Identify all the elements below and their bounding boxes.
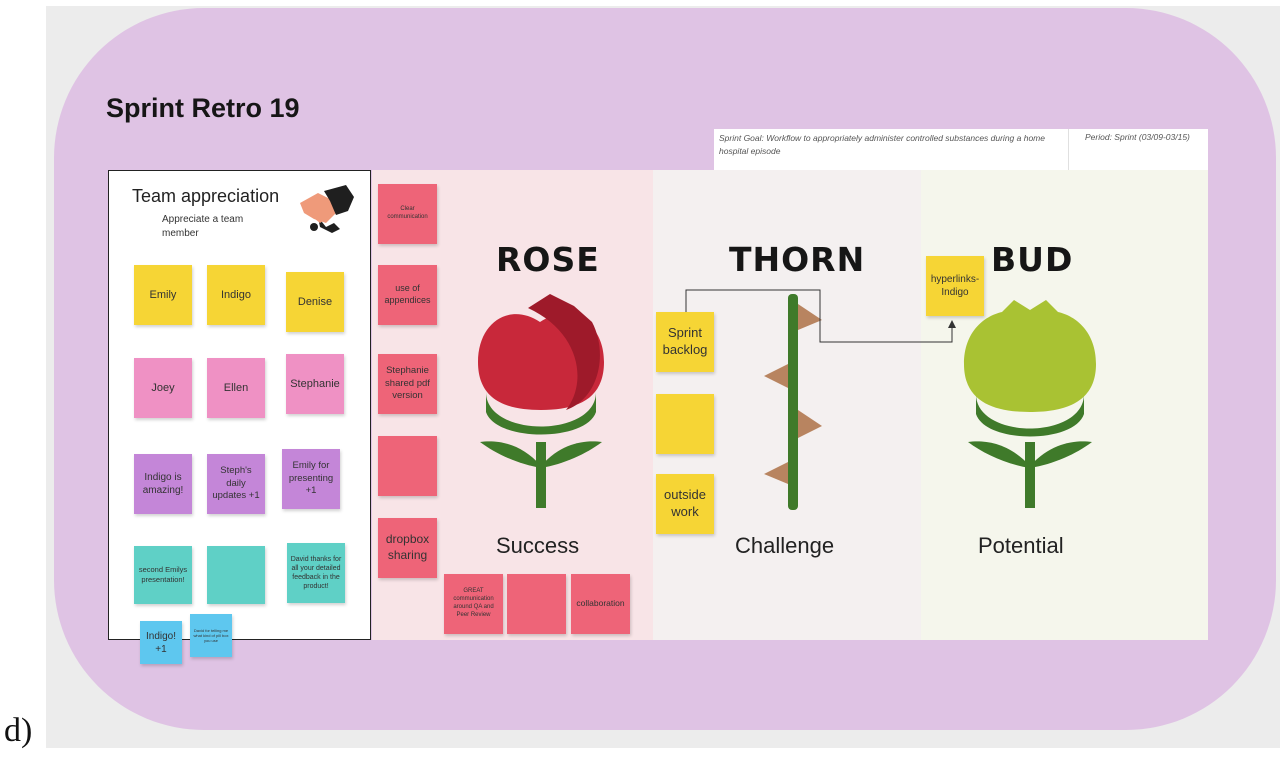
rose-note-2[interactable]: use of appendices <box>378 265 437 325</box>
thorn-note-2[interactable] <box>656 394 714 454</box>
team-note-10[interactable]: second Emilys presentation! <box>134 546 192 604</box>
thorn-subtitle: Challenge <box>735 533 835 558</box>
team-note-9[interactable]: Emily for presenting +1 <box>282 449 340 509</box>
team-appreciation-subtitle: Appreciate a team member <box>162 214 244 239</box>
board-title[interactable]: Sprint Retro 19 <box>106 93 300 123</box>
rose-flower-icon <box>478 294 604 508</box>
team-note-7[interactable]: Indigo is amazing! <box>134 454 192 514</box>
thorn-note-3[interactable]: outside work <box>656 474 714 534</box>
bud-note-1[interactable]: hyperlinks- Indigo <box>926 256 984 316</box>
rose-title: ROSE <box>496 240 600 279</box>
team-note-5[interactable]: Ellen <box>207 358 265 418</box>
team-note-6[interactable]: Stephanie <box>286 354 344 414</box>
team-note-13[interactable]: Indigo! +1 <box>140 621 182 664</box>
thorn-title: THORN <box>729 240 866 279</box>
team-note-2[interactable]: Indigo <box>207 265 265 325</box>
team-note-8[interactable]: Steph's daily updates +1 <box>207 454 265 514</box>
handshake-icon <box>300 185 354 233</box>
rose-note-1[interactable]: Clear communication <box>378 184 437 244</box>
rose-note-7[interactable] <box>507 574 566 634</box>
sprint-goal-box[interactable] <box>714 129 1208 171</box>
team-note-3[interactable]: Denise <box>286 272 344 332</box>
goal-period-divider <box>1068 129 1069 171</box>
connector-arrow[interactable] <box>680 284 970 346</box>
thorn-stem-icon <box>764 294 822 510</box>
bud-title: BUD <box>991 240 1074 279</box>
rose-note-8[interactable]: collaboration <box>571 574 630 634</box>
rose-subtitle: Success <box>496 533 580 558</box>
team-note-1[interactable]: Emily <box>134 265 192 325</box>
rose-note-4[interactable] <box>378 436 437 496</box>
rose-note-3[interactable]: Stephanie shared pdf version <box>378 354 437 414</box>
team-note-4[interactable]: Joey <box>134 358 192 418</box>
team-note-11[interactable] <box>207 546 265 604</box>
team-note-14[interactable]: David for telling me what kind of pill b… <box>190 614 232 657</box>
team-note-12[interactable]: David thanks for all your detailed feedb… <box>287 543 345 603</box>
team-appreciation-title: Team appreciation <box>132 186 280 206</box>
bud-flower-icon <box>964 300 1096 508</box>
rose-note-5[interactable]: dropbox sharing <box>378 518 437 578</box>
bud-subtitle: Potential <box>978 533 1064 558</box>
figure-label: d) <box>4 712 33 749</box>
sprint-period-text: Period: Sprint (03/09-03/15) <box>1085 132 1190 142</box>
rose-note-6[interactable]: GREAT communication around QA and Peer R… <box>444 574 503 634</box>
sprint-goal-text: Sprint Goal: Workflow to appropriately a… <box>719 133 1045 156</box>
thorn-note-1[interactable]: Sprint backlog <box>656 312 714 372</box>
